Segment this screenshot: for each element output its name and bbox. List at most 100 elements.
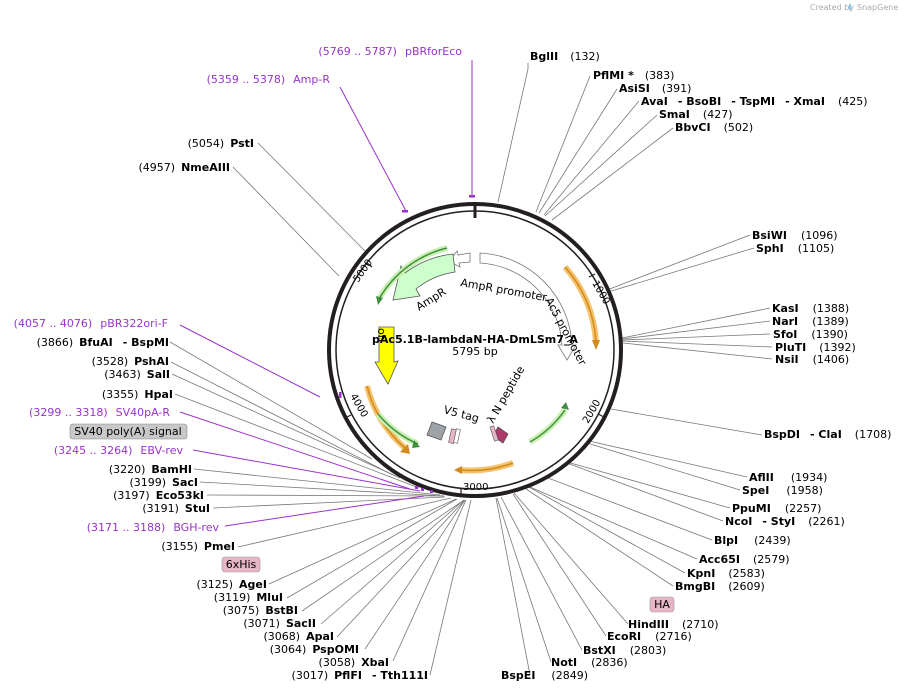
site-ecori-pos: (2716)	[655, 630, 692, 643]
site-bamhi: (3220)BamHI	[109, 463, 192, 476]
site-saci-name: SacI	[172, 476, 198, 489]
primer-pbrforeco: (5769 .. 5787)pBRforEco	[318, 45, 462, 58]
primer-bgh-name: BGH-rev	[173, 521, 219, 534]
tick-3000: 3000	[463, 482, 488, 493]
ac5-promoter-arrow	[479, 252, 577, 361]
ampr-arrow	[392, 253, 456, 301]
site-pflfi-name-2: - Tth111I	[372, 669, 428, 682]
site-psti: (5054)PstI	[188, 137, 254, 150]
sv40-polya-label: SV40 poly(A) signal	[74, 425, 181, 438]
site-stui: (3191)StuI	[142, 502, 210, 515]
site-pshai-name: PshAI	[134, 355, 169, 368]
site-kasi-pos: (1388)	[813, 302, 850, 315]
site-sali-pos: (3463)	[104, 368, 141, 381]
site-ecori: EcoRI(2716)	[607, 630, 692, 643]
primer-sv40pa: (3299 .. 3318)SV40pA-R	[29, 406, 170, 419]
v5-tag-feature	[426, 421, 447, 441]
primer-pbr322ori-name: pBR322ori-F	[100, 317, 168, 330]
snapgene-logo-icon	[848, 3, 852, 11]
site-bfuai-name-1: BfuAI	[79, 336, 113, 349]
site-mlui-pos: (3119)	[214, 591, 251, 604]
site-nsii-name: NsiI	[775, 353, 799, 366]
site-noti-pos: (2836)	[591, 656, 628, 669]
site-bglii: BglII(132)	[530, 50, 600, 63]
site-bspdi: BspDI- ClaI(1708)	[764, 428, 891, 441]
site-blpi: BlpI(2439)	[714, 534, 791, 547]
site-kasi: KasI (1388)	[772, 302, 849, 315]
site-apai: (3068)ApaI	[264, 630, 334, 643]
site-psti-pos: (5054)	[188, 137, 225, 150]
site-bglii-pos: (132)	[570, 50, 600, 63]
site-avai-name-3: - TspMI	[731, 95, 775, 108]
site-pspomi-name: PspOMI	[312, 643, 359, 656]
v5-tag-label: V5 tag	[442, 403, 480, 425]
site-avai-name-4: - XmaI	[785, 95, 825, 108]
site-bmgbi-name: BmgBI	[675, 580, 715, 593]
site-pluti: PluTI(1392)	[775, 341, 856, 354]
his-tag-label: 6xHis	[226, 558, 257, 571]
site-hindiii: HindIII(2710)	[628, 618, 719, 631]
site-aflii: AflII (1934)	[749, 471, 827, 484]
ha-tag-label: HA	[654, 598, 670, 611]
site-bbvci-pos: (502)	[724, 121, 754, 134]
site-sphi-pos: (1105)	[798, 242, 835, 255]
site-nmeaiii-pos: (4957)	[139, 161, 176, 174]
site-blpi-name: BlpI	[714, 534, 738, 547]
site-sfoi: SfoI(1390)	[773, 328, 848, 341]
site-kpni: KpnI(2583)	[687, 567, 765, 580]
site-acc65i: Acc65I(2579)	[699, 553, 790, 566]
site-sacii: (3071)SacII	[243, 617, 316, 630]
site-aflii-name: AflII	[749, 471, 774, 484]
site-pspomi-pos: (3064)	[270, 643, 307, 656]
site-pflmi-name: PflMI *	[593, 69, 634, 82]
green-arcs	[375, 245, 569, 448]
site-asisi: AsiSI (391)	[619, 82, 691, 95]
site-avai: AvaI- BsoBI- TspMI- XmaI(425)	[641, 95, 868, 108]
site-pflmi: PflMI *(383)	[593, 69, 674, 82]
site-sphi-name: SphI	[756, 242, 784, 255]
tick-5000: 5000	[351, 258, 375, 285]
site-bspdi-name-1: BspDI	[764, 428, 800, 441]
site-bspei-pos: (2849)	[551, 669, 588, 682]
site-bstbi-pos: (3075)	[223, 604, 260, 617]
site-sphi: SphI (1105)	[756, 242, 834, 255]
primer-markers	[339, 195, 475, 493]
site-kpni-pos: (2583)	[728, 567, 765, 580]
site-bspdi-name-2: - ClaI	[810, 428, 842, 441]
site-asisi-name: AsiSI	[619, 82, 650, 95]
site-avai-name-2: - BsoBI	[678, 95, 721, 108]
site-bstxi-name: BstXI	[583, 644, 616, 657]
site-kasi-name: KasI	[772, 302, 799, 315]
his-tag-badge: 6xHis	[221, 556, 261, 573]
primer-pbr322ori: (4057 .. 4076)pBR322ori-F	[14, 317, 168, 330]
site-bamhi-name: BamHI	[151, 463, 192, 476]
site-xbai-pos: (3058)	[319, 656, 356, 669]
site-bstbi-name: BstBI	[265, 604, 298, 617]
orf-arcs	[364, 265, 600, 474]
site-nsii-pos: (1406)	[813, 353, 850, 366]
site-ppumi-pos: (2257)	[785, 502, 822, 515]
site-pmei-name: PmeI	[204, 540, 235, 553]
site-pflfi: (3017)PflFI- Tth111I	[292, 669, 428, 682]
primer-ampr-pos: (5359 .. 5378)	[207, 73, 286, 86]
site-bfuai-pos: (3866)	[37, 336, 74, 349]
primer-leader-lines	[179, 60, 473, 527]
site-asisi-pos: (391)	[662, 82, 692, 95]
site-nari-pos: (1389)	[812, 315, 849, 328]
site-bsiwi-name: BsiWI	[752, 229, 787, 242]
site-pmei: (3155)PmeI	[161, 540, 235, 553]
site-apai-pos: (3068)	[264, 630, 301, 643]
site-bspei-name: BspEI	[501, 669, 535, 682]
plasmid-backbone	[327, 202, 623, 498]
site-hpai: (3355)HpaI	[102, 388, 173, 401]
site-pflfi-pos: (3017)	[292, 669, 329, 682]
site-ncoi-name-2: - StyI	[762, 515, 795, 528]
site-bspei: BspEI (2849)	[501, 669, 588, 682]
site-spei: SpeI(1958)	[742, 484, 823, 497]
site-pspomi: (3064) PspOMI	[270, 643, 359, 656]
ori-arrow	[374, 326, 399, 385]
site-aflii-pos: (1934)	[791, 471, 828, 484]
primer-pbrforeco-name: pBRforEco	[405, 45, 462, 58]
site-pluti-name: PluTI	[775, 341, 806, 354]
